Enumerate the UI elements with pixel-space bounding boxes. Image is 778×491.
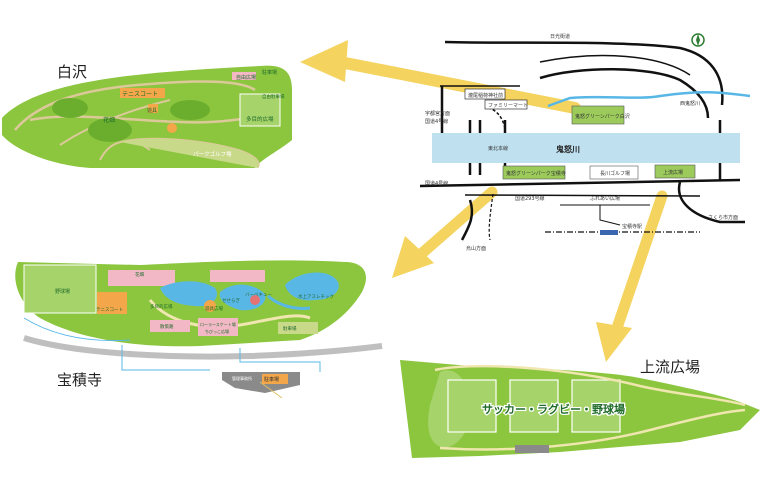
hoshakuji-title: 宝積寺	[57, 371, 102, 389]
hoshakuji-parking: 駐車場	[283, 325, 297, 332]
hoshakuji-small: ちびっこ広場	[205, 328, 229, 334]
joryu-fields: サッカー・ラグビー・野球場	[482, 402, 625, 416]
overview-west-road: 国道4号線	[425, 180, 448, 187]
hoshakuji-plaza: 多目的広場	[150, 303, 173, 310]
hoshakuji-roller: ローラースケート場	[200, 321, 236, 327]
hoshakuji-tennis: テニスコート	[96, 307, 123, 313]
overview-north-road-label: 国道4号線	[425, 118, 448, 125]
shirasawa-title: 白沢	[57, 63, 87, 81]
shirasawa-flower: 花畑	[103, 116, 115, 124]
arrow-to-joryu	[596, 190, 668, 362]
overview-map: 日光街道 西鬼怒川 瀧尾稲荷神社前 ファミリーマート 宇都宮方面 国道4号線 鬼…	[419, 33, 751, 252]
overview-joryu: 上流広場	[663, 169, 683, 176]
hoshakuji-field: 野球場	[55, 288, 70, 295]
overview-bridge-west: 東北本線	[488, 145, 508, 152]
overview-river: 鬼怒川	[556, 144, 580, 154]
hoshakuji-building: 管理事務所	[232, 375, 252, 381]
arrow-to-shirasawa	[300, 40, 581, 114]
overview-park-hoshakuji: 鬼怒グリーンパーク宝積寺	[506, 170, 566, 177]
overview-golf: 長川ゴルフ場	[600, 170, 630, 177]
shirasawa-parking2: 自由駐車場	[262, 93, 285, 100]
overview-shrine: 瀧尾稲荷神社前	[468, 92, 503, 99]
shirasawa-tennis: テニスコート	[122, 91, 158, 98]
hoshakuji-gate: 駐車場	[264, 376, 279, 383]
hoshakuji-pond: せせらぎ	[222, 297, 240, 304]
shirasawa-open-plaza: 多目的広場	[246, 115, 274, 123]
overview-station: 宝積寺駅	[622, 223, 642, 230]
joryu-title: 上流広場	[640, 358, 700, 376]
shirasawa-parking: 駐車場	[262, 69, 277, 76]
hoshakuji-athletic: 水上アスレチック	[298, 293, 334, 300]
joryu-map: 上流広場 サッカー・ラグビー・野球場	[400, 358, 760, 458]
overview-park-shirasawa: 鬼怒グリーンパーク白沢	[575, 113, 630, 120]
shirasawa-golf: パークゴルフ場	[193, 150, 232, 158]
hoshakuji-pedestrian: 散策路	[160, 323, 174, 330]
shirasawa-map: 白沢 テニスコート 花畑 遊具 自由広場 駐車場 自由駐車場 多目的広場 パーク…	[2, 63, 292, 169]
shirasawa-free-plaza: 自由広場	[236, 74, 256, 81]
overview-river-label2: 西鬼怒川	[680, 100, 700, 107]
hoshakuji-map: 宝積寺 野球場 テニスコート 花畑 多目的広場 バーベキュー せせらぎ 水上アス…	[15, 260, 383, 399]
overview-sakura: さくら市方面	[708, 214, 738, 221]
shirasawa-shelter: 遊具	[147, 107, 157, 114]
overview-fureai: ふれあい広場	[590, 195, 620, 202]
hoshakuji-bbq: バーベキュー	[245, 292, 272, 298]
hoshakuji-flower-area: 花畑	[135, 271, 144, 278]
hoshakuji-kids: 遊具広場	[205, 305, 223, 312]
overview-north-road: 日光街道	[550, 33, 570, 40]
overview-hoshakuji-road: 国道293号線	[515, 195, 545, 202]
overview-family-mart: ファミリーマート	[488, 103, 528, 109]
arrow-to-hoshakuji	[392, 186, 498, 278]
overview-west-road-label: 宇都宮方面	[425, 110, 450, 117]
overview-south: 烏山方面	[466, 245, 486, 252]
